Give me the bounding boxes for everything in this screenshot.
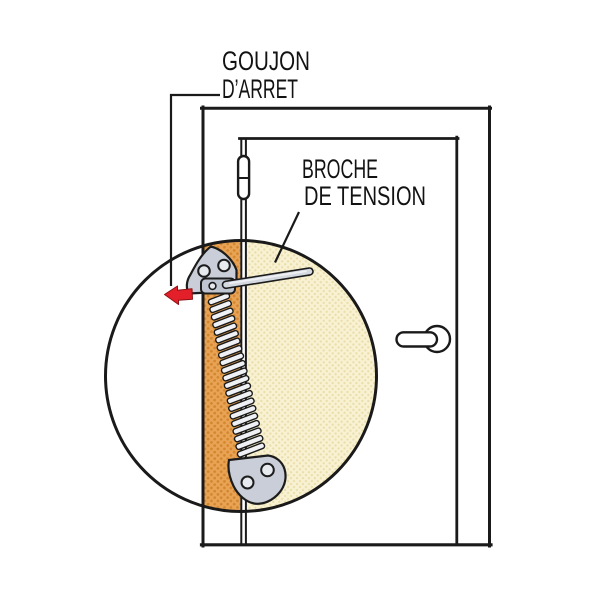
labels: GOUJON D’ARRET BROCHE DE TENSION (222, 46, 426, 211)
spring-coil (207, 292, 231, 306)
stop-pin-arrow-icon (164, 285, 193, 305)
spring-coil (235, 434, 264, 451)
goujon-label-line2: D’ARRET (222, 74, 298, 104)
spring-coil (216, 337, 241, 352)
door-handle (395, 324, 452, 354)
spring-coil (215, 329, 239, 344)
spring-coil (217, 344, 243, 359)
goujon-label-line1: GOUJON (222, 46, 310, 76)
spring-coil (230, 412, 259, 428)
spring-coil (226, 389, 253, 405)
spring-coil (219, 352, 245, 367)
spring-coil (210, 307, 234, 321)
spring-coil (229, 404, 257, 420)
spring-coil (213, 322, 238, 336)
tension-pin (221, 267, 314, 290)
spring-coil (222, 367, 248, 382)
hinge-pin (236, 154, 251, 201)
spring-coil (212, 314, 236, 329)
spring-coil (233, 427, 262, 443)
broche-leader-line (274, 211, 300, 263)
tension-pin-highlight (229, 270, 307, 285)
spring-coil (232, 419, 260, 435)
magnifier-circle (104, 239, 378, 513)
pivot-barrel-hole (208, 281, 217, 291)
top-bracket-hole-right (217, 258, 231, 273)
spring-coil (209, 299, 232, 314)
spring-hinge-mechanism (164, 245, 314, 505)
spring-coil (225, 382, 252, 397)
spring-coil (220, 359, 246, 374)
top-bracket-hole-left (197, 264, 211, 278)
broche-label-line2: DE TENSION (304, 181, 426, 211)
bottom-bracket-hole-right (260, 462, 275, 478)
broche-label-line1: BROCHE (302, 154, 378, 184)
spring-coil (236, 442, 266, 458)
spring (207, 292, 266, 458)
spring-coil (228, 397, 255, 413)
spring-coil (223, 374, 250, 390)
handle-lever (395, 331, 439, 348)
goujon-leader-line (169, 93, 220, 286)
bottom-bracket-hole-left (240, 475, 255, 490)
